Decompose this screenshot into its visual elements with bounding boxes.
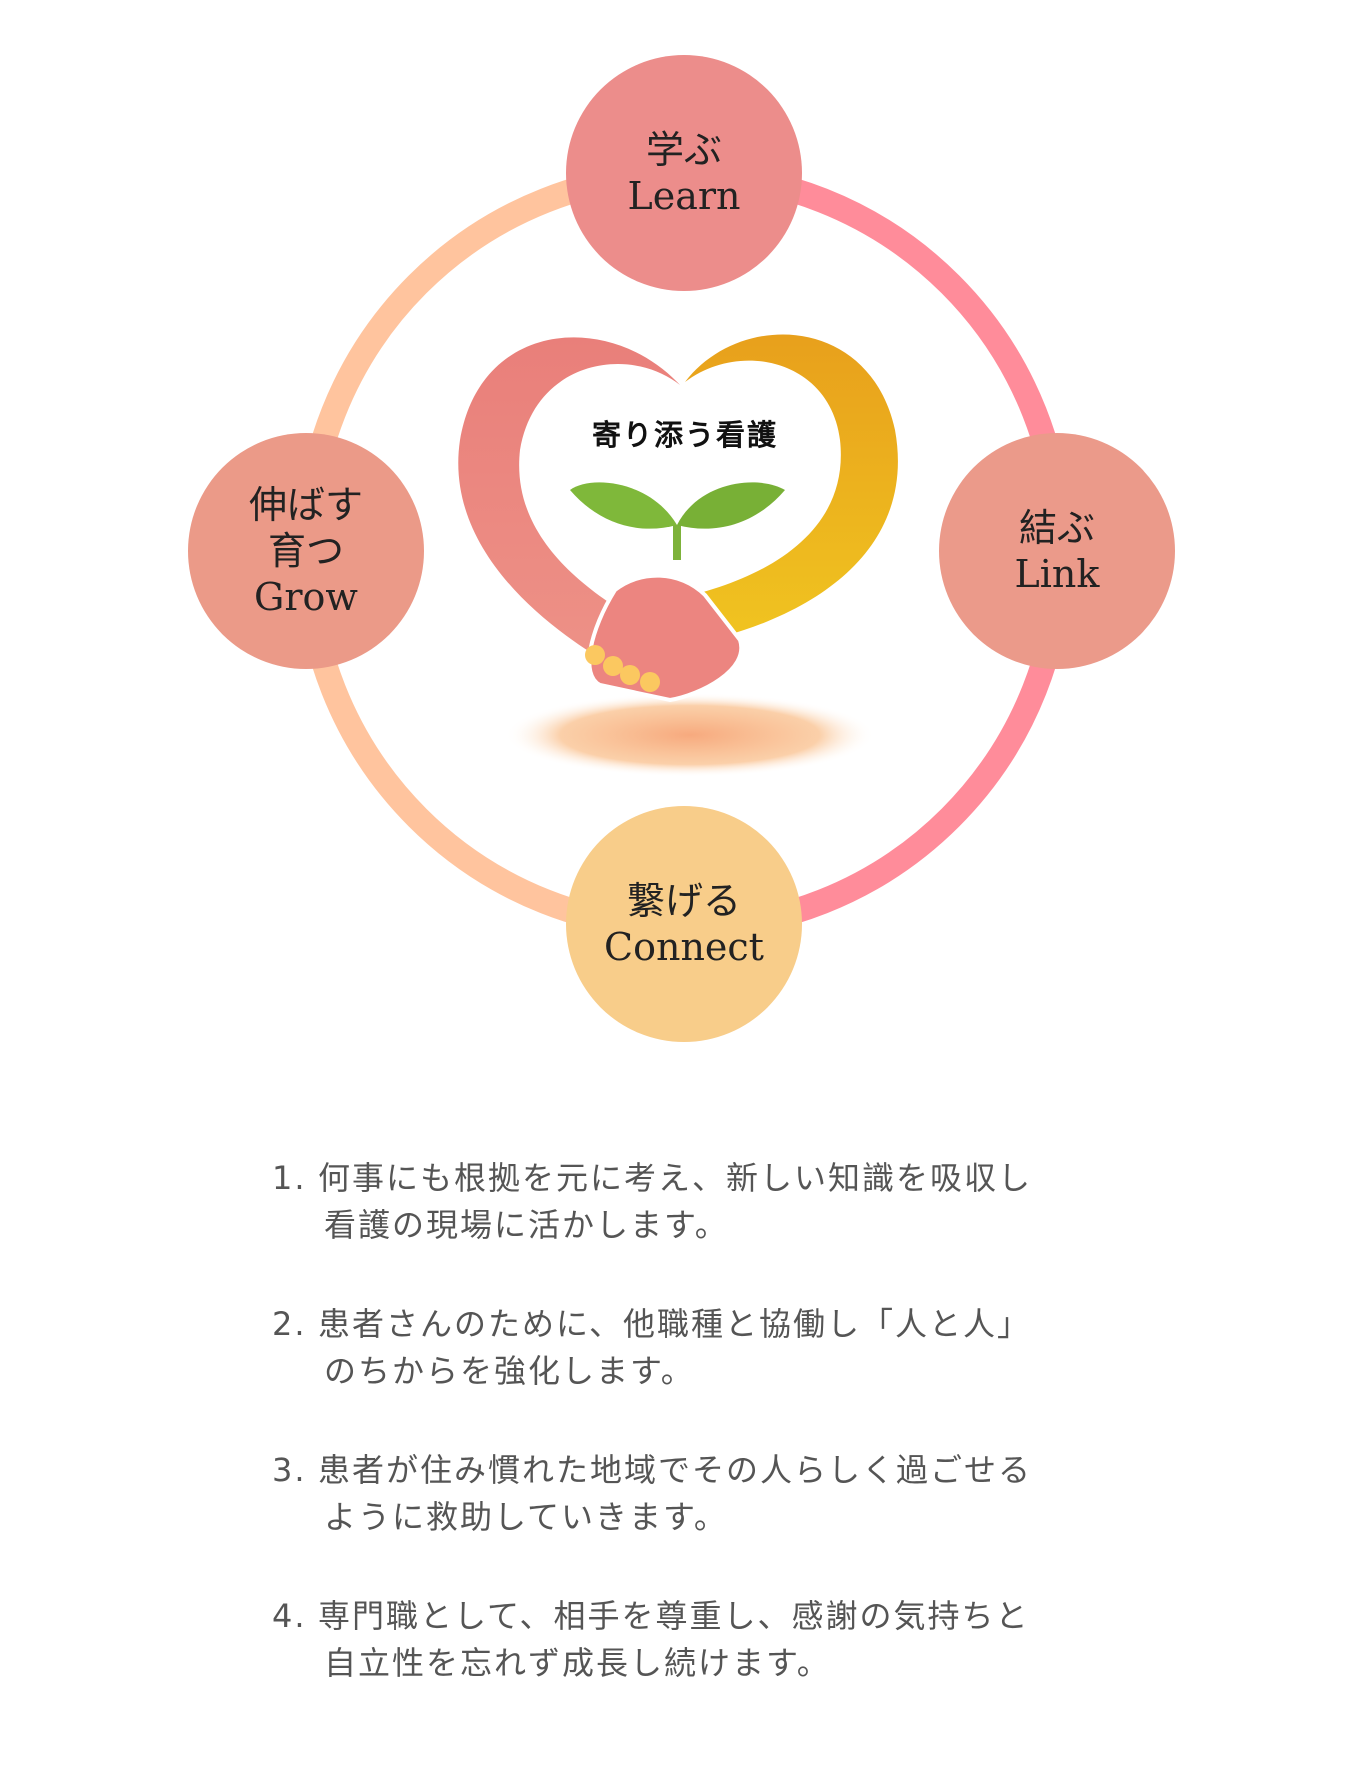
principle-number: 2. bbox=[272, 1305, 307, 1343]
principle-line: 患者さんのために、他職種と協働し「人と人」 bbox=[318, 1305, 1032, 1343]
principle-line: ように救助していきます。 bbox=[324, 1498, 728, 1536]
leaf-left bbox=[570, 482, 677, 529]
principle-item: 4. 専門職として、相手を尊重し、感謝の気持ちと 自立性を忘れず成長し続けます。 bbox=[272, 1593, 1032, 1687]
node-connect-jp: 繋げる bbox=[626, 879, 741, 923]
principle-number: 3. bbox=[272, 1451, 307, 1489]
node-link-jp: 結ぶ bbox=[1018, 506, 1095, 550]
principle-line: 自立性を忘れず成長し続けます。 bbox=[324, 1644, 831, 1682]
node-grow: 伸ばす 育つ Grow bbox=[188, 433, 424, 669]
principle-item: 2. 患者さんのために、他職種と協働し「人と人」 のちからを強化します。 bbox=[272, 1301, 1032, 1395]
principle-line: 患者が住み慣れた地域でその人らしく過ごせる bbox=[318, 1451, 1033, 1489]
logo-title: 寄り添う看護 bbox=[591, 418, 778, 452]
principle-item: 3. 患者が住み慣れた地域でその人らしく過ごせる ように救助していきます。 bbox=[272, 1447, 1032, 1541]
node-link-en: Link bbox=[1014, 552, 1100, 596]
node-connect: 繋げる Connect bbox=[566, 806, 802, 1042]
shadow bbox=[505, 693, 875, 777]
principle-number: 1. bbox=[272, 1159, 307, 1197]
principles-list: 1. 何事にも根拠を元に考え、新しい知識を吸収し 看護の現場に活かします。 2. 患… bbox=[272, 1155, 1032, 1739]
heart-handshake-logo bbox=[458, 334, 898, 777]
principle-line: 何事にも根拠を元に考え、新しい知識を吸収し bbox=[318, 1159, 1033, 1197]
node-learn: 学ぶ Learn bbox=[566, 55, 802, 291]
left-arm bbox=[458, 337, 685, 695]
node-grow-jp1: 伸ばす bbox=[248, 483, 363, 527]
right-arm bbox=[670, 334, 898, 640]
node-grow-en: Grow bbox=[254, 575, 358, 619]
node-learn-en: Learn bbox=[627, 174, 741, 218]
principle-line: 看護の現場に活かします。 bbox=[324, 1206, 729, 1244]
node-link: 結ぶ Link bbox=[939, 433, 1175, 669]
sprout-stem bbox=[673, 525, 681, 560]
node-grow-jp2: 育つ bbox=[267, 529, 344, 573]
principle-line: 専門職として、相手を尊重し、感謝の気持ちと bbox=[318, 1597, 1030, 1635]
leaf-right bbox=[677, 482, 785, 529]
principle-item: 1. 何事にも根拠を元に考え、新しい知識を吸収し 看護の現場に活かします。 bbox=[272, 1155, 1032, 1249]
node-connect-en: Connect bbox=[604, 925, 764, 969]
principle-number: 4. bbox=[272, 1597, 307, 1635]
principle-line: のちからを強化します。 bbox=[324, 1352, 695, 1390]
node-learn-jp: 学ぶ bbox=[645, 128, 722, 172]
